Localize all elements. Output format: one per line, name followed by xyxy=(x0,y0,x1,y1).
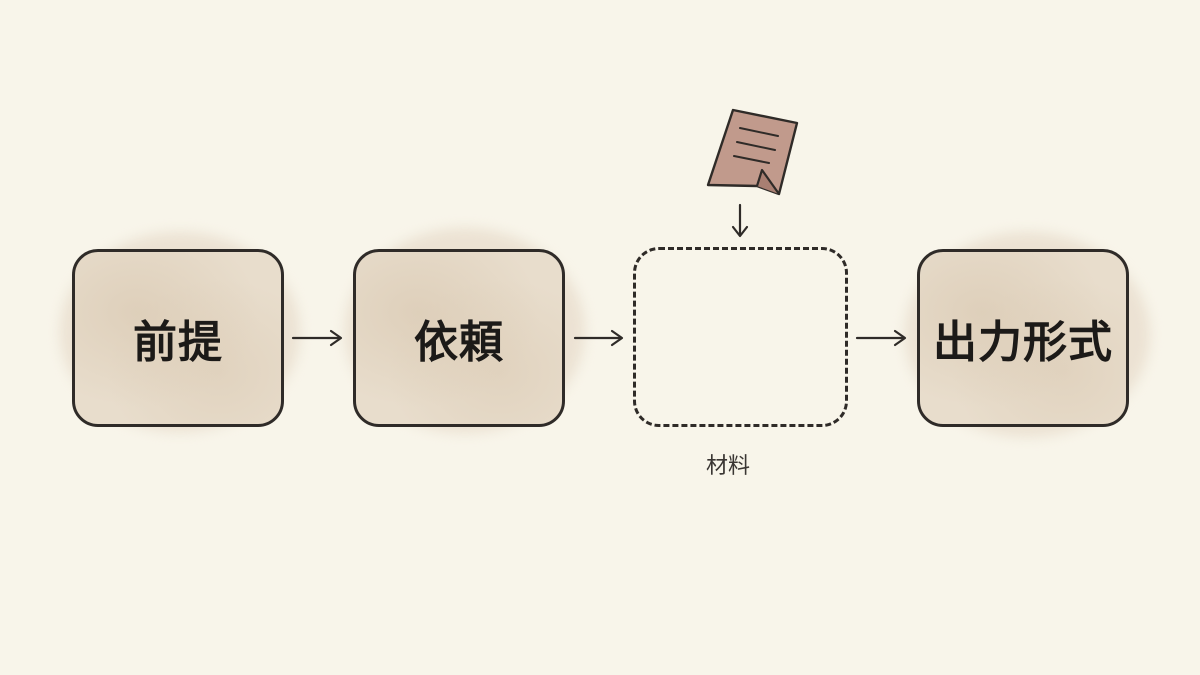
node-output-format-label: 出力形式 xyxy=(933,317,1113,368)
arrow-document-to-material xyxy=(731,203,749,238)
arrow-request-to-material xyxy=(573,329,624,347)
node-material xyxy=(633,247,848,427)
node-premise-label: 前提 xyxy=(133,317,223,368)
document-icon xyxy=(706,108,799,196)
arrow-premise-to-request xyxy=(291,329,343,347)
arrow-material-to-output xyxy=(855,329,907,347)
node-material-caption: 材料 xyxy=(706,454,751,479)
node-premise: 前提 xyxy=(72,249,284,427)
node-output-format: 出力形式 xyxy=(917,249,1129,427)
node-request-label: 依頼 xyxy=(414,317,504,368)
node-request: 依頼 xyxy=(353,249,565,427)
